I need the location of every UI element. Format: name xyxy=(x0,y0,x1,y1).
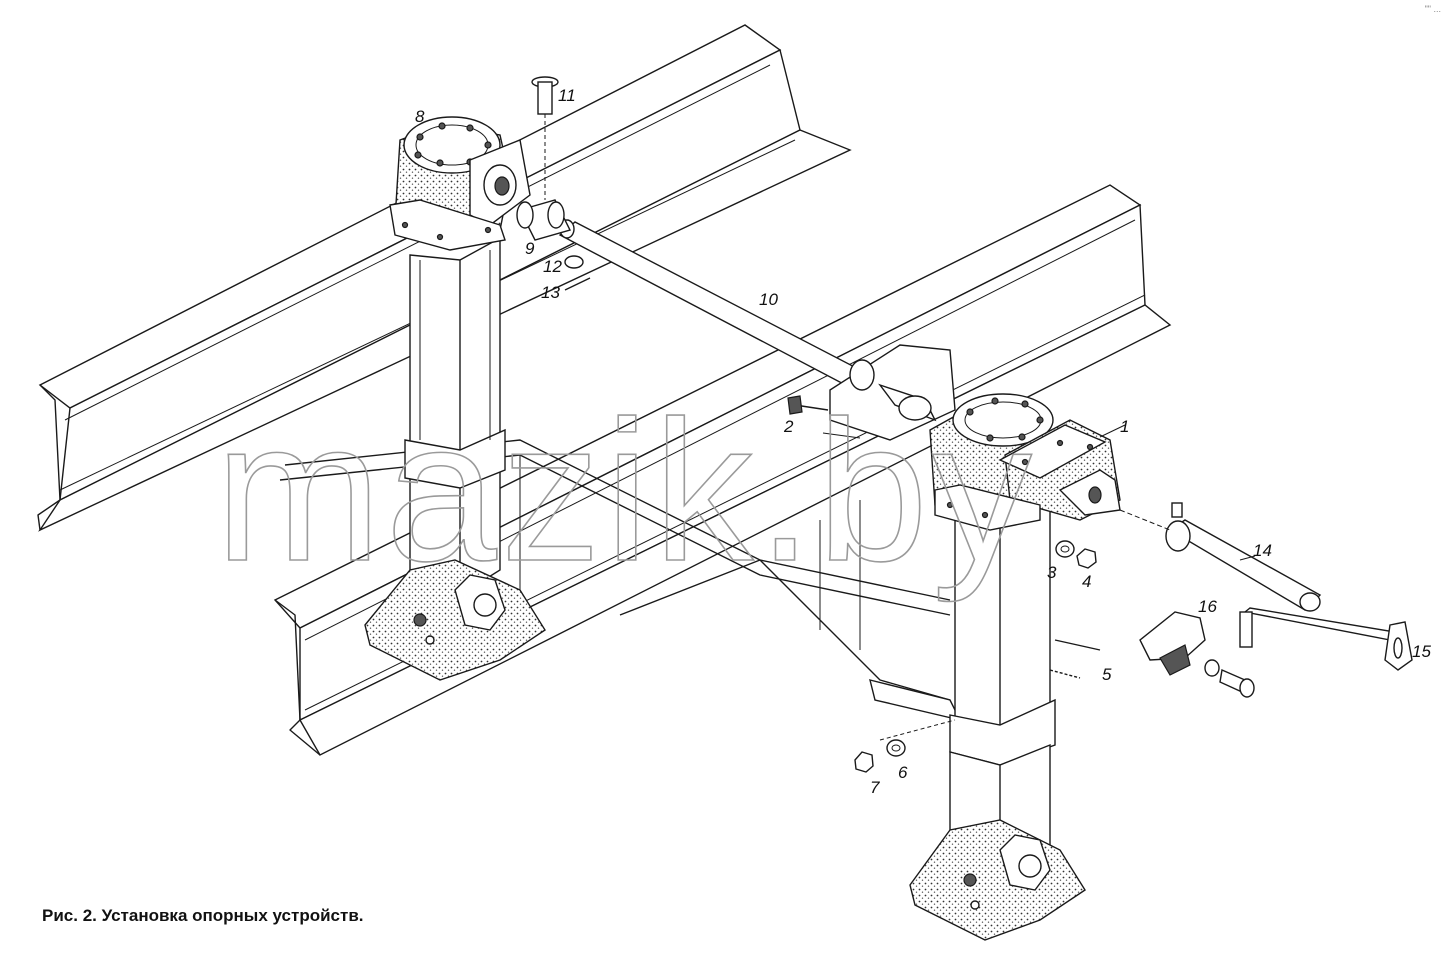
callout-6: 6 xyxy=(898,763,908,782)
crank-assembly xyxy=(1119,502,1413,698)
callout-4: 4 xyxy=(1082,572,1091,591)
callout-13: 13 xyxy=(541,283,560,302)
callout-9: 9 xyxy=(525,239,535,258)
callout-7: 7 xyxy=(870,778,880,797)
callout-2: 2 xyxy=(783,417,794,436)
front-support-leg xyxy=(909,393,1121,941)
callout-3: 3 xyxy=(1047,563,1057,582)
callout-5: 5 xyxy=(1102,665,1112,684)
callout-15: 15 xyxy=(1412,642,1431,661)
callout-12: 12 xyxy=(543,257,562,276)
rear-support-leg xyxy=(364,116,546,681)
callout-11: 11 xyxy=(558,86,576,105)
mid-bracket xyxy=(787,344,956,441)
callout-labels: 1 2 3 4 5 6 7 8 9 10 11 12 13 14 15 16 xyxy=(415,86,1431,797)
figure-caption: Рис. 2. Установка опорных устройств. xyxy=(42,906,364,925)
callout-10: 10 xyxy=(759,290,778,309)
callout-14: 14 xyxy=(1253,541,1272,560)
callout-16: 16 xyxy=(1198,597,1217,616)
fasteners xyxy=(854,540,1101,773)
callout-8: 8 xyxy=(415,107,425,126)
corner-mark: "" ... xyxy=(1424,4,1441,14)
watermark: mazik.by xyxy=(215,380,1036,603)
cross-members xyxy=(279,439,962,722)
callout-1: 1 xyxy=(1120,417,1129,436)
